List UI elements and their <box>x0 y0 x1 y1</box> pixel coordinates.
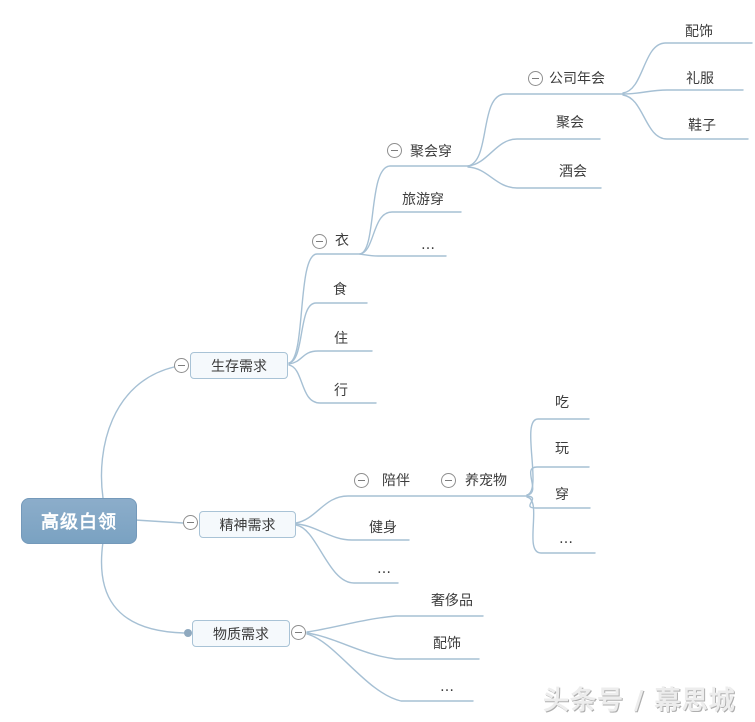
node-fitness[interactable]: 健身 <box>369 520 397 536</box>
edge-line <box>288 253 361 364</box>
edge-line <box>100 541 185 634</box>
edge-line <box>359 211 462 255</box>
node-pet-keeping[interactable]: 养宠物 <box>465 473 507 489</box>
collapse-icon[interactable] <box>528 71 543 86</box>
node-accessories[interactable]: 配饰 <box>685 24 713 40</box>
node-spiritual-needs[interactable]: 精神需求 <box>199 511 296 538</box>
collapse-icon[interactable] <box>183 515 198 530</box>
node-root[interactable]: 高级白领 <box>21 498 137 544</box>
node-clothing-more[interactable]: … <box>421 237 435 253</box>
node-pet-play[interactable]: 玩 <box>555 441 569 457</box>
edge-line <box>288 302 368 364</box>
node-pet-wear[interactable]: 穿 <box>555 487 569 503</box>
collapse-icon[interactable] <box>441 473 456 488</box>
node-pet-eat[interactable]: 吃 <box>555 395 569 411</box>
edge-line <box>622 94 749 140</box>
edge-line <box>467 93 624 167</box>
node-luxury-goods[interactable]: 奢侈品 <box>431 593 473 609</box>
node-company-annual-meeting[interactable]: 公司年会 <box>549 71 605 87</box>
node-material-needs[interactable]: 物质需求 <box>192 620 290 647</box>
node-travel-wear[interactable]: 旅游穿 <box>402 192 444 208</box>
edge-line <box>526 496 596 554</box>
edge-line <box>288 350 373 365</box>
node-transport[interactable]: 行 <box>334 383 348 399</box>
edge-line <box>295 524 399 584</box>
node-party-wear[interactable]: 聚会穿 <box>410 144 452 160</box>
edge-line <box>622 42 753 94</box>
edge-line <box>359 253 447 257</box>
collapse-icon[interactable] <box>354 473 369 488</box>
node-food[interactable]: 食 <box>333 282 347 298</box>
edge-line <box>134 519 184 524</box>
node-cocktail-party[interactable]: 酒会 <box>559 164 587 180</box>
node-housing[interactable]: 住 <box>334 331 348 347</box>
collapse-icon[interactable] <box>312 234 327 249</box>
edge-line <box>359 165 469 255</box>
edge-line <box>295 523 410 541</box>
watermark: 头条号 / 幕思城 <box>543 686 736 716</box>
node-shoes[interactable]: 鞋子 <box>688 118 716 134</box>
node-pet-more[interactable]: … <box>559 531 573 547</box>
node-formal-dress[interactable]: 礼服 <box>686 71 714 87</box>
edge-line <box>526 495 591 509</box>
edge-line <box>526 466 590 496</box>
node-spiritual-more[interactable]: … <box>377 561 391 577</box>
branch-dot-icon <box>184 629 192 637</box>
node-clothing[interactable]: 衣 <box>335 233 349 249</box>
collapse-icon[interactable] <box>387 143 402 158</box>
node-material-more[interactable]: … <box>440 679 454 695</box>
edge-line <box>306 615 484 633</box>
edge-line <box>467 166 602 189</box>
edge-line <box>295 495 528 524</box>
collapse-icon[interactable] <box>291 625 306 640</box>
edge-line <box>622 89 744 95</box>
node-companionship[interactable]: 陪伴 <box>382 473 410 489</box>
edge-line <box>288 364 377 404</box>
collapse-icon[interactable] <box>174 358 189 373</box>
edge-line <box>306 632 480 660</box>
node-survival-needs[interactable]: 生存需求 <box>190 352 288 379</box>
edge-line <box>306 633 474 702</box>
edge-line <box>467 138 601 167</box>
edge-line <box>100 366 175 499</box>
node-accessories-2[interactable]: 配饰 <box>433 636 461 652</box>
edge-line <box>526 418 590 496</box>
node-party[interactable]: 聚会 <box>556 115 584 131</box>
